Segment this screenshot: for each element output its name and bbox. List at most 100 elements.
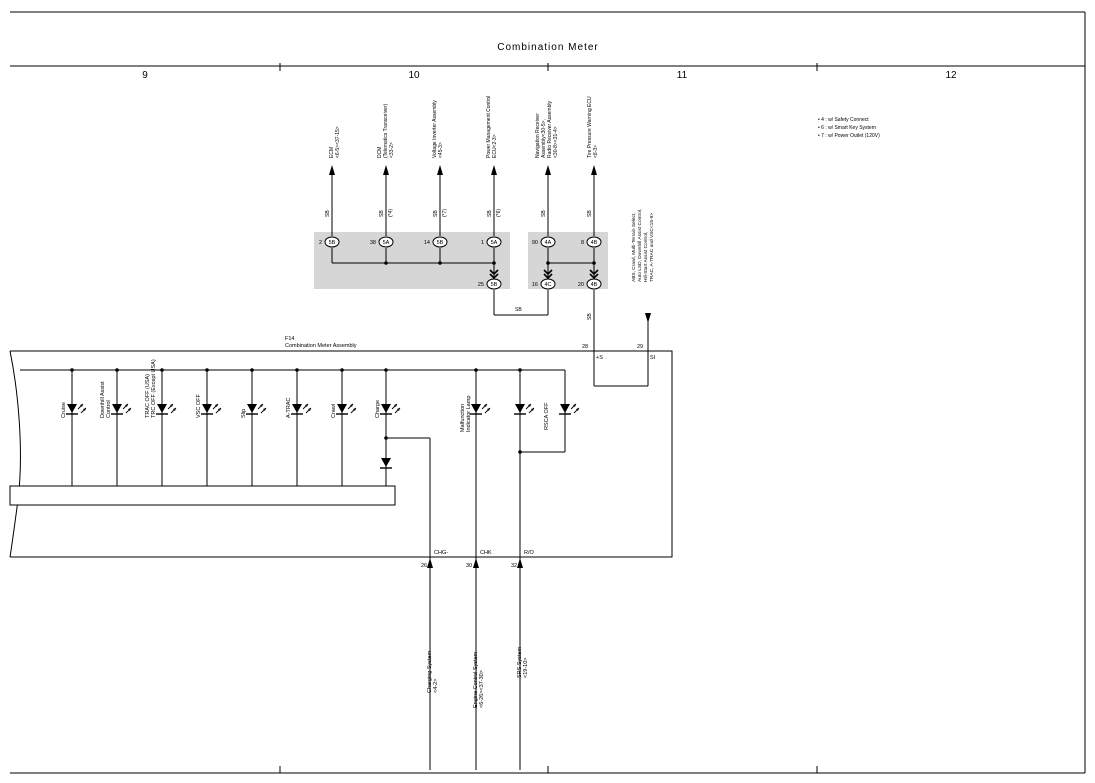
svg-text:5B: 5B — [437, 240, 444, 246]
meter-id: F14 — [285, 336, 294, 342]
indicator-labels: Cruise Downhill Assist Control TRAC OFF … — [61, 359, 550, 432]
led-icon — [246, 403, 267, 415]
svg-text:4B: 4B — [591, 282, 598, 288]
svg-text:25: 25 — [478, 282, 484, 288]
led-icon — [66, 403, 87, 415]
wire-note: (*7) — [442, 209, 448, 217]
led-icon — [559, 403, 580, 415]
svg-text:Malfunction: Malfunction — [460, 404, 466, 432]
indicator-leds — [66, 403, 580, 415]
svg-text:20: 20 — [578, 282, 584, 288]
connector-chevrons — [489, 269, 599, 280]
column-number: 12 — [945, 70, 957, 81]
led-icon — [514, 403, 535, 415]
wire-note: (*6) — [496, 209, 502, 217]
svg-text:Hill-Start Assist Control,: Hill-Start Assist Control, — [643, 232, 649, 282]
device-label: Voltage Inverter Assembly — [432, 100, 438, 158]
svg-text:5B: 5B — [329, 240, 336, 246]
svg-text:5A: 5A — [491, 240, 498, 246]
device-ref: <45-3> — [438, 142, 444, 158]
pin-number: 26 — [421, 563, 427, 569]
column-number: 11 — [677, 70, 688, 81]
page-title: Combination Meter — [497, 42, 598, 53]
svg-text:38: 38 — [370, 240, 376, 246]
svg-text:Cruise: Cruise — [61, 402, 67, 418]
junction-dots — [384, 261, 596, 265]
device-label: ECM — [329, 147, 335, 158]
svg-text:Indicator Lamp: Indicator Lamp — [466, 396, 472, 432]
pin-label: +S — [596, 355, 603, 361]
led-icon — [336, 403, 357, 415]
device-label: ECU<2-3> — [492, 134, 498, 158]
connector-pins-top: 5B 2 5A 38 5B 14 5A 1 4A 90 4B 8 — [319, 236, 602, 248]
svg-text:90: 90 — [532, 240, 538, 246]
svg-text:TRAC, A-TRAC and VSC<15-9>: TRAC, A-TRAC and VSC<15-9> — [649, 213, 655, 282]
svg-text:1: 1 — [481, 240, 484, 246]
wire-color: SB — [587, 313, 593, 320]
pin-label: R/O — [524, 550, 535, 556]
svg-text:A-TRAC: A-TRAC — [286, 398, 292, 419]
device-label: Tire Pressure Warning ECU — [587, 96, 593, 158]
svg-text:4A: 4A — [545, 240, 552, 246]
svg-text:4C: 4C — [544, 282, 551, 288]
wire-color: SB — [515, 307, 522, 313]
device-label: (Telematics Transceiver) — [383, 103, 389, 158]
pin-number: 29 — [637, 344, 643, 350]
junction-block-left — [314, 232, 510, 289]
column-number: 10 — [408, 70, 420, 81]
wire-color: SB — [541, 210, 547, 217]
system-label: Charging System — [427, 650, 433, 693]
device-label: Navigation Receiver — [535, 113, 541, 158]
svg-text:Crawl: Crawl — [331, 404, 337, 418]
svg-text:4B: 4B — [591, 240, 598, 246]
device-ref: <6-5><37-15> — [335, 126, 341, 158]
connector-pins-bottom: 5B 25 4C 16 4B 20 — [478, 278, 602, 290]
led-icon — [470, 403, 491, 415]
frame — [10, 11, 1086, 774]
svg-text:RSCA OFF: RSCA OFF — [544, 402, 550, 430]
pin-label: CHK — [480, 550, 492, 556]
si-input-label: ABS, Crawl, Multi-Terrain Select, Auto L… — [631, 209, 655, 282]
pin-label: CHG- — [434, 550, 448, 556]
charge-diode — [380, 458, 392, 469]
svg-text:VSC OFF: VSC OFF — [196, 394, 202, 418]
column-number: 9 — [142, 70, 148, 81]
system-label: SRS System — [517, 646, 523, 678]
note-text: • 4 : w/ Safety Connect — [818, 117, 869, 123]
device-label: Radio Receiver Assembly — [547, 101, 553, 158]
note-text: • 6 : w/ Smart Key System — [818, 125, 876, 131]
top-device-labels: ECM <6-5><37-15> DCM (Telematics Transce… — [329, 96, 599, 158]
pin-number: 30 — [466, 563, 472, 569]
svg-text:16: 16 — [532, 282, 538, 288]
device-label: DCM — [377, 147, 383, 158]
device-ref: <33-2> — [389, 142, 395, 158]
wire-color: SB — [325, 210, 331, 217]
svg-text:8: 8 — [581, 240, 584, 246]
device-label: Power Management Control — [486, 96, 492, 158]
system-ref: <19-10> — [523, 658, 529, 679]
meter-name: Combination Meter Assembly — [285, 343, 357, 349]
device-label: Assembly<30-5>, — [541, 119, 547, 158]
pin-label: SI — [650, 355, 656, 361]
svg-text:2: 2 — [319, 240, 322, 246]
wire-color: SB — [379, 210, 385, 217]
top-wiring — [331, 175, 649, 387]
led-icon — [291, 403, 312, 415]
led-icon — [156, 403, 177, 415]
system-ref: <4-2> — [433, 679, 439, 693]
svg-text:Auto LSD, Downhill Assist Cont: Auto LSD, Downhill Assist Control, — [637, 209, 643, 282]
led-icon — [380, 403, 401, 415]
wire-note: (*4) — [388, 209, 394, 217]
system-label: Engine Control System — [473, 651, 479, 708]
meter-internal-wiring — [9, 369, 566, 770]
pin-number: 32 — [511, 563, 517, 569]
wire-color: SB — [587, 210, 593, 217]
svg-text:Control: Control — [106, 400, 112, 418]
svg-text:TRAC OFF (USA): TRAC OFF (USA) — [145, 374, 151, 418]
bottom-pins: CHG- CHK R/O 26 30 32 Charging System <4… — [421, 550, 535, 708]
output-arrows — [329, 165, 651, 323]
svg-text:ABS, Crawl, Multi-Terrain Sele: ABS, Crawl, Multi-Terrain Select, — [631, 212, 637, 282]
note-text: • 7 : w/ Power Outlet (120V) — [818, 133, 880, 139]
